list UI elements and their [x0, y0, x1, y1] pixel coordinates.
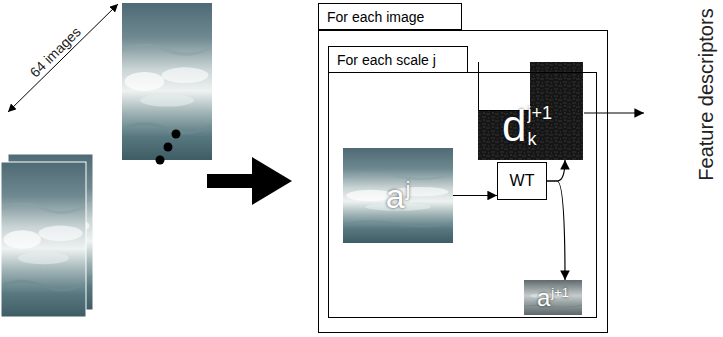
flow-arrow: [547, 181, 565, 280]
math-symbol: aj: [386, 179, 410, 213]
image-node: aj: [343, 148, 453, 243]
output-arrow: [584, 112, 644, 113]
superscript: j+1: [551, 286, 569, 299]
flow-arrow: [547, 160, 565, 181]
process-arrow: [207, 157, 292, 205]
detail-image: [478, 62, 583, 160]
empty-quadrant: [478, 62, 530, 110]
symbol-letter: a: [386, 179, 405, 213]
symbol-letter: a: [537, 286, 550, 310]
ellipsis-dot: [172, 130, 181, 139]
superscript: j: [406, 179, 410, 199]
approximation-image: [524, 280, 582, 315]
sea-image: [122, 3, 212, 160]
count-arrow: [8, 4, 118, 112]
count-label: 64 images: [26, 24, 83, 81]
approximation-image: [343, 148, 453, 243]
math-symbol: dj+1 k: [502, 104, 552, 148]
image-node: aj+1: [524, 280, 582, 315]
image-node: dj+1 k: [478, 62, 583, 160]
ellipsis-dot: [164, 143, 173, 152]
heading-text: For each image: [327, 9, 424, 25]
heading-text: For each scale j: [337, 52, 436, 68]
loop-heading: For each image: [318, 3, 462, 30]
script-column: j: [406, 179, 410, 213]
loop-frame: For each scale jajWTdj+1kaj+1: [328, 72, 597, 318]
box-text: WT: [510, 172, 535, 190]
subscript: k: [527, 130, 552, 148]
math-symbol: aj+1: [537, 286, 569, 310]
script-column: j+1 k: [527, 104, 552, 148]
output-label: Feature descriptors: [694, 8, 717, 180]
loop-frame: For each imageFor each scale jajWTdj+1ka…: [318, 30, 608, 333]
loop-heading: For each scale j: [328, 46, 468, 73]
ellipsis-dot: [156, 156, 165, 165]
flow-arrow: [453, 195, 497, 196]
symbol-letter: d: [502, 104, 526, 148]
process-box: WT: [497, 162, 547, 200]
script-column: j+1: [551, 286, 569, 310]
image-edge: [1, 162, 86, 317]
sea-image: [1, 162, 86, 317]
superscript: j+1: [527, 104, 552, 122]
